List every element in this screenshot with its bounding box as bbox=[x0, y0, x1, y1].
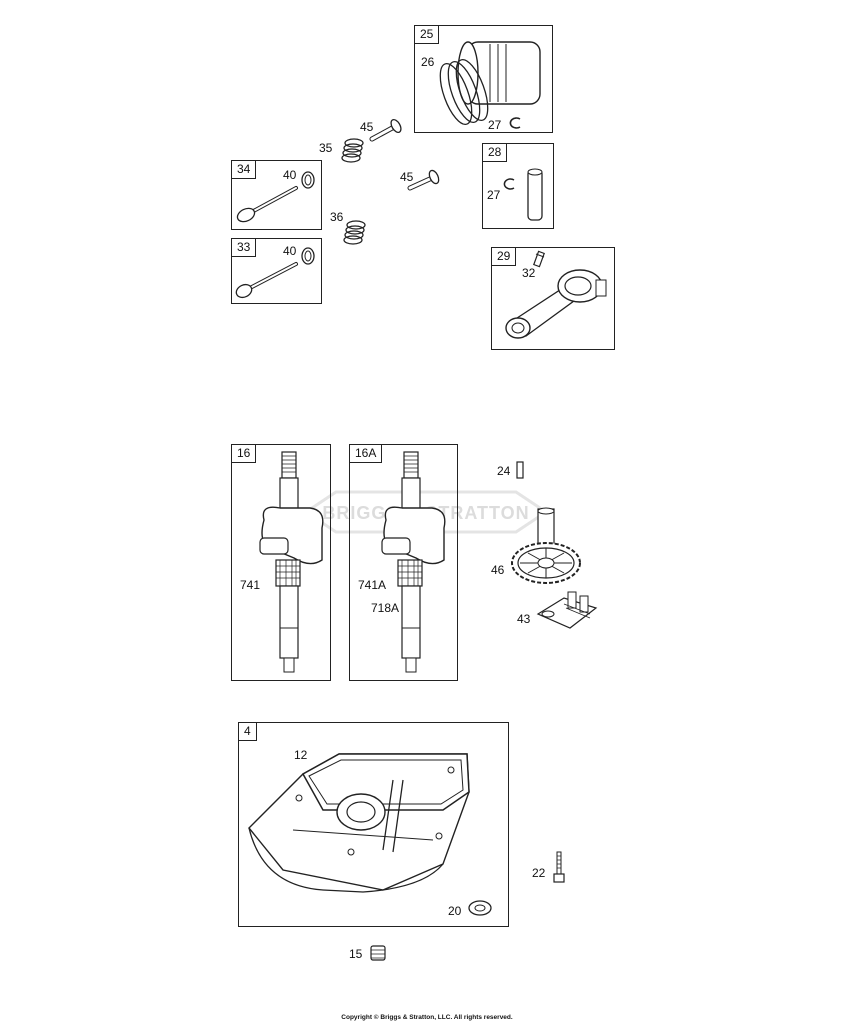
crankshaft-alt-drawing bbox=[381, 451, 446, 673]
valve-spring-upper bbox=[341, 138, 364, 163]
drain-plug-icon bbox=[370, 945, 386, 961]
callout-22: 22 bbox=[532, 866, 546, 880]
part-box-16[interactable]: 16 bbox=[231, 444, 331, 681]
callout-27-pin: 27 bbox=[487, 188, 501, 202]
crankshaft-drawing bbox=[259, 451, 324, 673]
valve-tappet-upper bbox=[369, 118, 402, 142]
callout-20: 20 bbox=[448, 904, 462, 918]
part-box-28[interactable]: 28 bbox=[482, 143, 554, 229]
callout-40-upper: 40 bbox=[283, 168, 297, 182]
callout-741: 741 bbox=[240, 578, 261, 592]
part-number-4: 4 bbox=[239, 723, 257, 741]
washer-icon bbox=[468, 900, 492, 916]
part-number-25: 25 bbox=[415, 26, 440, 44]
part-box-4[interactable]: 4 bbox=[238, 722, 509, 927]
callout-741a: 741A bbox=[358, 578, 387, 592]
valve-spring-lower bbox=[343, 220, 366, 245]
part-box-33[interactable]: 33 bbox=[231, 238, 322, 304]
governor-drawing bbox=[536, 591, 598, 629]
part-number-29: 29 bbox=[492, 248, 517, 266]
callout-45-upper: 45 bbox=[360, 120, 374, 134]
intake-valve-drawing bbox=[235, 247, 315, 299]
part-number-34: 34 bbox=[232, 161, 257, 179]
callout-26: 26 bbox=[421, 55, 435, 69]
copyright-notice: Copyright © Briggs & Stratton, LLC. All … bbox=[341, 1014, 513, 1021]
retaining-clip-icon bbox=[509, 117, 521, 129]
callout-718a: 718A bbox=[371, 601, 400, 615]
flywheel-key-icon bbox=[516, 461, 524, 479]
callout-45-lower: 45 bbox=[400, 170, 414, 184]
part-number-16a: 16A bbox=[350, 445, 383, 463]
connecting-rod-drawing bbox=[505, 250, 607, 339]
part-number-33: 33 bbox=[232, 239, 257, 257]
wrist-pin-drawing bbox=[503, 168, 543, 221]
camshaft-gear-drawing bbox=[511, 507, 581, 584]
part-number-16: 16 bbox=[232, 445, 257, 463]
callout-40-lower: 40 bbox=[283, 244, 297, 258]
piston-drawing bbox=[439, 41, 541, 125]
bolt-icon bbox=[553, 851, 565, 883]
part-box-34[interactable]: 34 bbox=[231, 160, 322, 230]
callout-15: 15 bbox=[349, 947, 363, 961]
exhaust-valve-drawing bbox=[236, 171, 315, 223]
valve-tappet-lower bbox=[407, 169, 440, 191]
part-number-28: 28 bbox=[483, 144, 508, 162]
part-box-16a[interactable]: 16A bbox=[349, 444, 458, 681]
callout-24: 24 bbox=[497, 464, 511, 478]
callout-27-top: 27 bbox=[488, 118, 502, 132]
part-box-25[interactable]: 25 bbox=[414, 25, 553, 133]
callout-46: 46 bbox=[491, 563, 505, 577]
callout-32: 32 bbox=[522, 266, 536, 280]
callout-35: 35 bbox=[319, 141, 333, 155]
callout-43: 43 bbox=[517, 612, 531, 626]
part-box-29[interactable]: 29 bbox=[491, 247, 615, 350]
callout-36: 36 bbox=[330, 210, 344, 224]
callout-12: 12 bbox=[294, 748, 308, 762]
engine-sump-drawing bbox=[248, 753, 470, 893]
